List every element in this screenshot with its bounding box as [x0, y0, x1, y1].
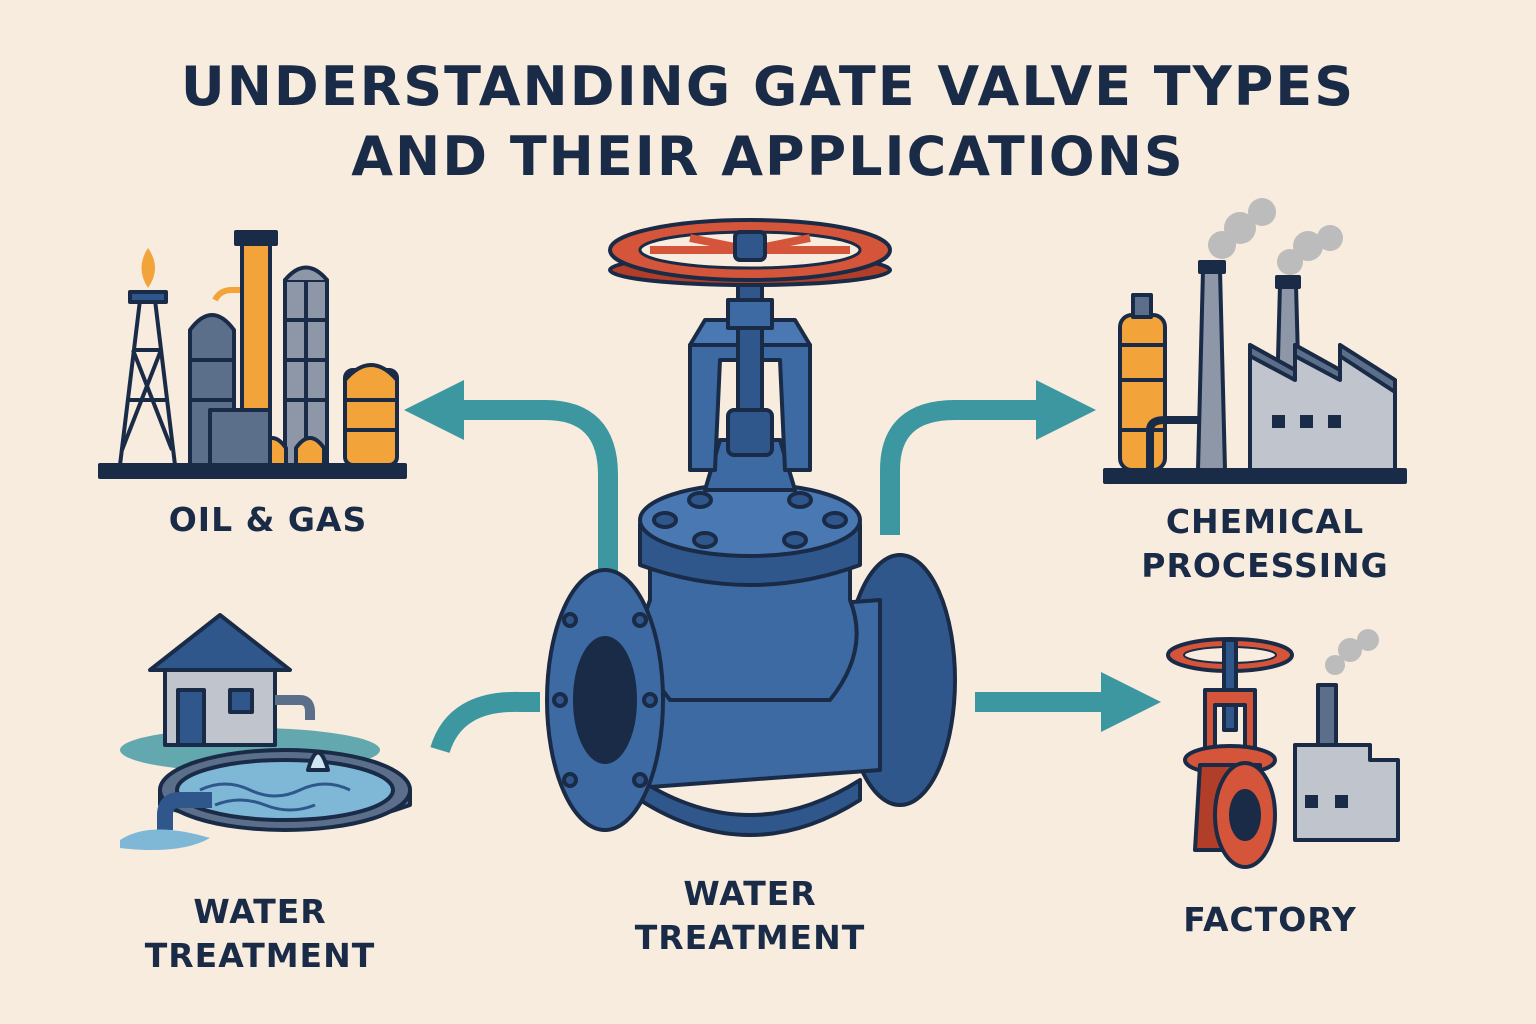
- refinery-icon: [98, 230, 407, 479]
- title-line-2: AND THEIR APPLICATIONS: [351, 125, 1185, 188]
- label-chemical-processing: CHEMICAL PROCESSING: [1141, 502, 1389, 585]
- label-factory: FACTORY: [1183, 900, 1357, 939]
- label-water-treatment-left: WATER TREATMENT: [144, 892, 376, 975]
- arrow-to-oil-gas: [404, 380, 618, 580]
- factory-icon: [1166, 629, 1400, 869]
- arrow-to-chemical: [880, 380, 1096, 535]
- arrow-from-water: [430, 691, 540, 754]
- gate-valve-icon: [545, 218, 957, 837]
- water-treatment-icon: [120, 613, 412, 851]
- chemical-plant-icon: [1103, 198, 1407, 484]
- title-line-1: UNDERSTANDING GATE VALVE TYPES: [180, 55, 1356, 118]
- label-water-treatment-center: WATER TREATMENT: [634, 874, 866, 957]
- label-oil-gas: OIL & GAS: [168, 500, 368, 539]
- page-title: UNDERSTANDING GATE VALVE TYPES AND THEIR…: [0, 52, 1536, 192]
